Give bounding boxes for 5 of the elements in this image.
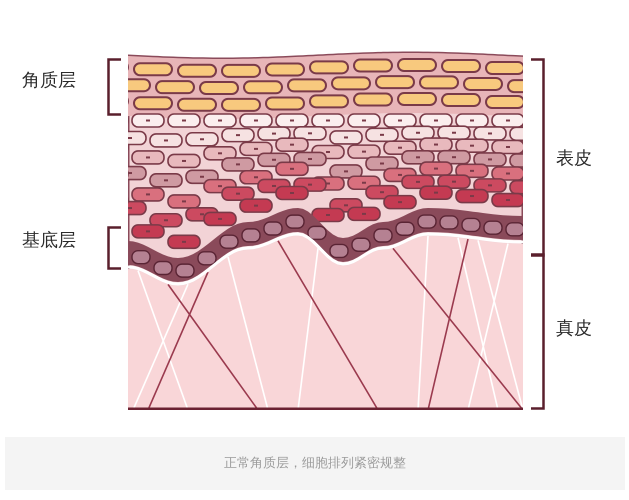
layer-label: 基底层 xyxy=(22,232,76,250)
layer-label: 表皮 xyxy=(556,150,592,168)
caption: 正常角质层，细胞排列紧密规整 xyxy=(224,454,406,473)
layer-label: 真皮 xyxy=(556,320,592,338)
layer-label: 角质层 xyxy=(22,72,76,90)
